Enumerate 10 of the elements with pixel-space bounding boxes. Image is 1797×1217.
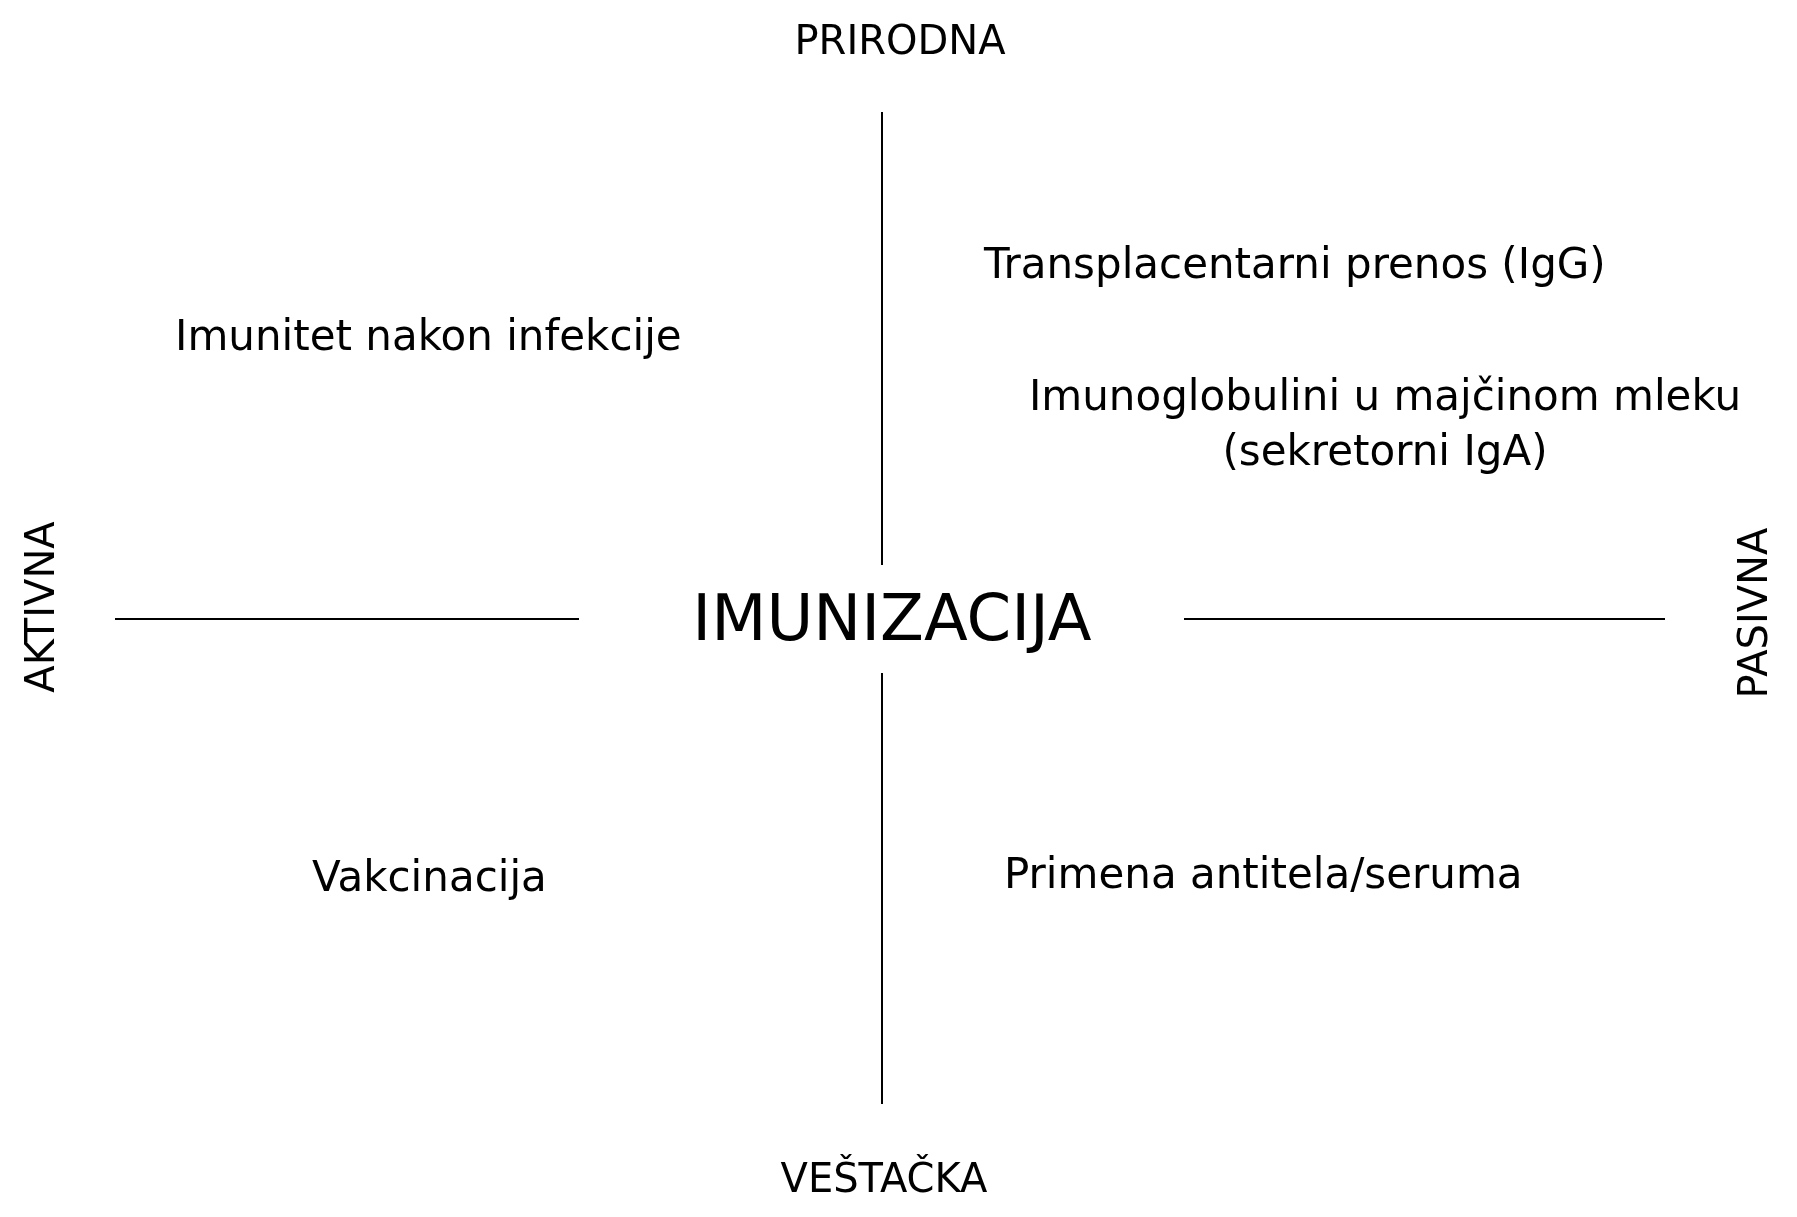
axis-label: PASIVNA bbox=[1729, 527, 1777, 699]
quadrant-text: Transplacentarni prenos (IgG) bbox=[984, 237, 1606, 290]
axis-label: AKTIVNA bbox=[16, 521, 64, 693]
quadrant-text: Primena antitela/seruma bbox=[1004, 847, 1523, 900]
axis-label: PRIRODNA bbox=[794, 16, 1006, 65]
center-title: IMUNIZACIJA bbox=[692, 580, 1092, 658]
quadrant-text: Vakcinacija bbox=[312, 850, 547, 903]
quadrant-text: Imunoglobulini u majčinom mleku (sekretorni IgA) bbox=[1027, 370, 1743, 477]
quadrant-text: Imunitet nakon infekcije bbox=[175, 309, 682, 362]
axis-label: VEŠTAČKA bbox=[780, 1153, 988, 1203]
